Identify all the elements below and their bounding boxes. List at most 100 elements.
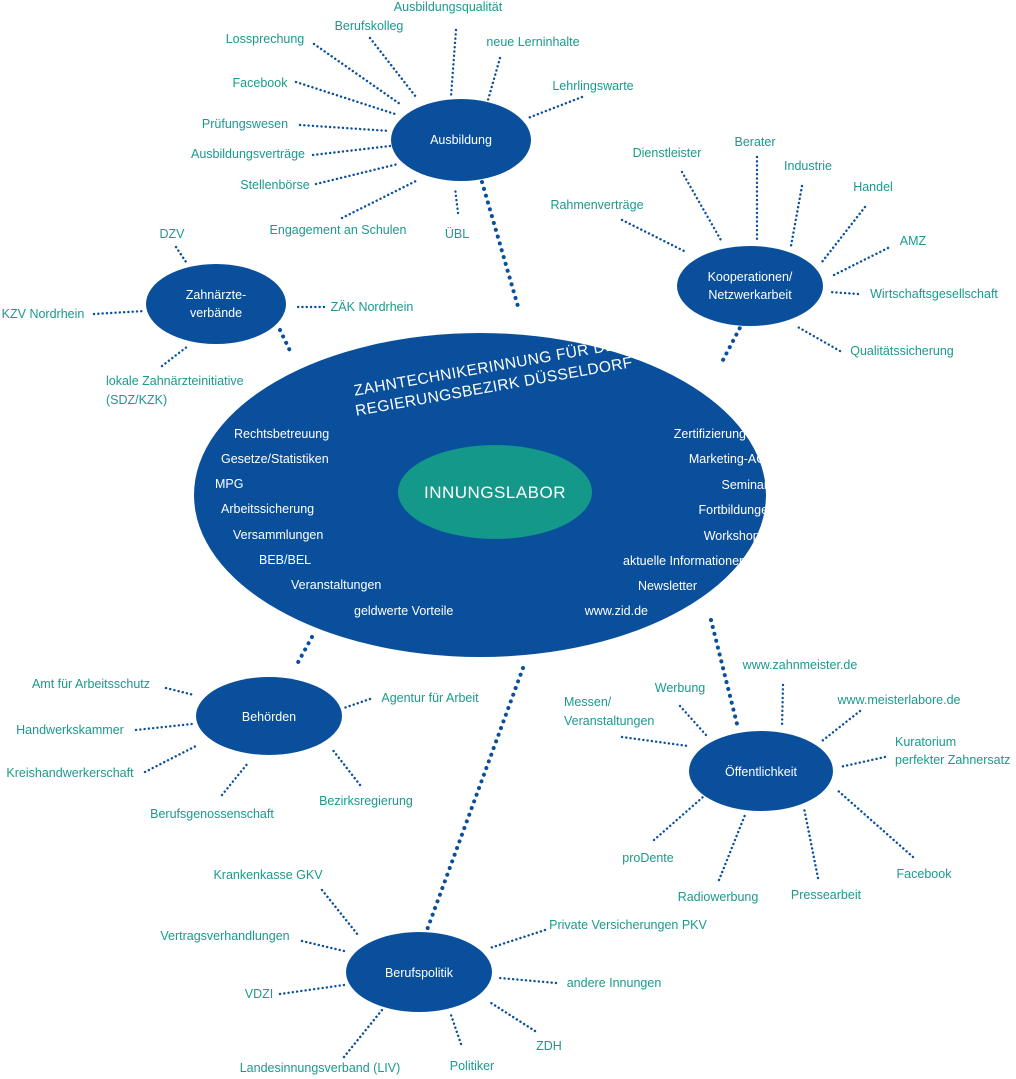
main-right-item: Fortbildungen [699,503,775,517]
label: Berufskolleg [335,19,404,33]
label: Vertragsverhandlungen [160,929,289,943]
spoke-connector [330,747,362,787]
spoke-connector [620,218,688,254]
node-oeffentlichkeit: Öffentlichkeit www.zahnmeister.de Messen… [564,658,1010,904]
label: Dienstleister [633,146,702,160]
spoke-connector [678,704,708,737]
node-kooperationen: Kooperationen/ Netzwerkarbeit Dienstleis… [550,135,998,358]
main-right-item: Seminare [722,478,776,492]
label: Landesinnungsverband (LIV) [240,1061,401,1075]
oeffentlichkeit-title: Öffentlichkeit [725,765,798,779]
label: Bezirksregierung [319,794,413,808]
label: Werbung [655,681,706,695]
label: Industrie [784,159,832,173]
main-left-item: Arbeitssicherung [221,502,314,516]
zahnaerzte-ellipse [146,264,286,344]
zahnaerzte-title-line2: verbände [190,306,242,320]
spoke-connector [680,170,724,244]
label: AMZ [900,234,927,248]
spoke-connector [294,80,400,117]
label: ÜBL [445,227,469,241]
spoke-connector [453,186,460,215]
label: Amt für Arbeitsschutz [32,677,150,691]
label: proDente [622,851,673,865]
label: Handwerkskammer [16,723,124,737]
ausbildung-title: Ausbildung [430,133,492,147]
label: ZÄK Nordrhein [331,300,414,314]
spokes [92,28,915,1059]
kooperationen-title-line2: Netzwerkarbeit [708,288,792,302]
main-left-item: Rechtsbetreuung [234,427,329,441]
main-right-item: Newsletter [638,579,697,593]
behoerden-title: Behörden [242,710,296,724]
label: Qualitätssicherung [850,344,954,358]
label: Ausbildungsqualität [394,0,503,14]
oeffentlichkeit-ellipse [689,731,833,811]
connector-oeffentlichkeit [709,618,740,730]
node-behoerden: Behörden Amt für Arbeitsschutz Agentur f… [6,677,479,821]
spoke-connector [164,686,196,697]
label: Messen/ [564,695,612,709]
main-node: ZAHNTECHNIKERINNUNG FÜR DEN REGIERUNGSBE… [194,333,775,657]
spoke-connector [498,976,558,985]
spoke-connector [486,999,537,1033]
label: Engagement an Schulen [270,223,407,237]
label: Radiowerbung [678,890,759,904]
label: Facebook [233,76,289,90]
spoke-connector [298,123,392,133]
spoke-connector [311,144,392,157]
main-connectors [278,180,745,932]
spoke-connector [832,246,890,277]
main-right-item: aktuelle Informationen [623,554,746,568]
spoke-connector [220,761,250,797]
main-left-item: Gesetze/Statistiken [221,452,329,466]
main-right-item: Marketing-AG [689,452,766,466]
zahnaerzte-title-line1: Zahnärzte- [186,288,246,302]
spoke-connector [320,888,360,937]
main-right-item: Zertifizierung [674,427,746,441]
spoke-connector [312,42,402,106]
connector-ausbildung [480,180,521,312]
spoke-connector [342,697,372,710]
spoke-connector [368,36,418,99]
label: neue Lerninhalte [486,35,579,49]
label: Agentur für Arbeit [381,691,479,705]
spoke-connector [92,309,146,316]
label: Berufsgenossenschaft [150,807,274,821]
berufspolitik-ellipse [346,932,492,1012]
spoke-connector [134,722,194,732]
label: www.zahnmeister.de [742,658,858,672]
main-right-item: Workshops [704,529,766,543]
label: Ausbildungsverträge [191,147,305,161]
connector-zahnaerzte [278,328,294,357]
label: (SDZ/KZK) [106,393,167,407]
spoke-connector [488,928,547,950]
label: Kuratorium [895,735,956,749]
connector-kooperationen [721,320,745,362]
label: www.meisterlabore.de [837,693,961,707]
main-right-item: www.zid.de [584,604,648,618]
ausbildung-ellipse [391,99,531,181]
label: DZV [160,227,186,241]
label: Handel [853,180,893,194]
spoke-connector [820,709,862,743]
kooperationen-title-line1: Kooperationen/ [708,270,793,284]
spoke-connector [174,245,188,264]
main-left-item: geldwerte Vorteile [354,604,453,618]
spoke-connector [278,983,346,996]
label: Lossprechung [226,32,305,46]
berufspolitik-title: Berufspolitik [385,966,454,980]
spoke-connector [300,939,346,953]
node-berufspolitik: Berufspolitik Krankenkasse GKV Private V… [160,868,707,1075]
main-left-item: MPG [215,477,243,491]
spoke-connector [828,290,860,296]
main-left-item: Versammlungen [233,528,323,542]
label: lokale Zahnärzteinitiative [106,374,244,388]
spoke-connector [143,744,198,774]
spoke-connector [780,683,785,729]
behoerden-ellipse [196,677,342,755]
spoke-connector [717,813,747,882]
label: VDZI [245,987,273,1001]
spoke-connector [834,787,915,859]
spoke-connector [620,735,690,748]
